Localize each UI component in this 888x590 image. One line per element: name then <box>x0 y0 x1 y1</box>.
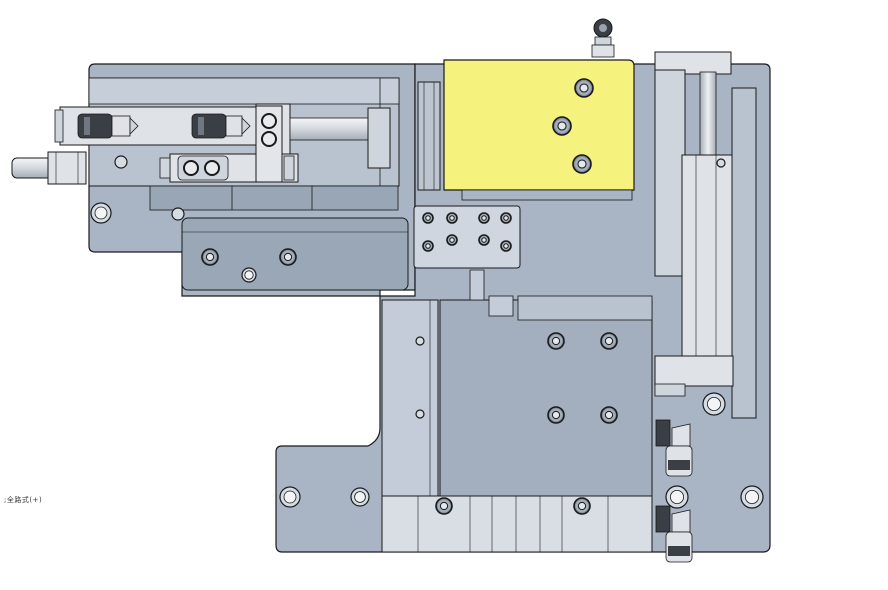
bolt-icon <box>446 212 458 224</box>
through-hole <box>716 158 726 168</box>
bolt-icon <box>279 248 297 266</box>
bolt-icon <box>446 234 458 246</box>
bolt-icon <box>422 240 434 252</box>
center-mount-plate <box>439 269 653 497</box>
hole-group <box>90 155 764 509</box>
bolt-icon <box>422 212 434 224</box>
right-air-fitting-1 <box>655 419 693 477</box>
through-hole <box>350 487 370 507</box>
bolt-icon <box>572 154 592 174</box>
bolt-group <box>201 78 618 515</box>
through-hole <box>665 485 689 509</box>
bolt-icon <box>435 497 453 515</box>
bolt-icon <box>600 406 618 424</box>
through-hole <box>114 155 128 169</box>
through-hole <box>279 486 301 508</box>
bolt-icon <box>500 212 512 224</box>
bolt-icon <box>573 497 591 515</box>
through-hole <box>171 207 185 221</box>
bolt-icon <box>547 332 565 350</box>
left-shaft <box>11 151 87 185</box>
bolt-icon <box>600 332 618 350</box>
top-air-fitting <box>591 18 615 58</box>
through-hole <box>90 202 112 224</box>
push-fitting-left-2 <box>191 113 251 139</box>
drawing-side-note: ;全路式(+) <box>4 496 43 504</box>
through-hole <box>415 409 425 419</box>
push-fitting-left-1 <box>77 113 139 139</box>
bolt-icon <box>478 234 490 246</box>
through-hole <box>415 336 425 346</box>
bolt-icon <box>552 116 572 136</box>
through-hole <box>702 392 726 416</box>
bolt-icon <box>574 78 594 98</box>
slider-lower-strip <box>461 189 633 201</box>
through-hole <box>241 267 257 283</box>
bolt-icon <box>478 212 490 224</box>
bottom-bearing-block <box>381 495 653 553</box>
left-cylinder-rod <box>289 107 391 169</box>
bolt-icon <box>547 406 565 424</box>
cylinder-end-block <box>255 105 283 183</box>
right-cylinder <box>654 51 757 419</box>
bolt-plate <box>413 205 521 269</box>
highlighted-slider-block <box>443 59 635 191</box>
bolt-icon <box>500 240 512 252</box>
through-hole <box>740 485 764 509</box>
bolt-icon <box>201 248 219 266</box>
left-column-block <box>381 299 439 497</box>
right-air-fitting-2 <box>655 505 693 563</box>
guide-rail-vertical <box>417 81 441 191</box>
